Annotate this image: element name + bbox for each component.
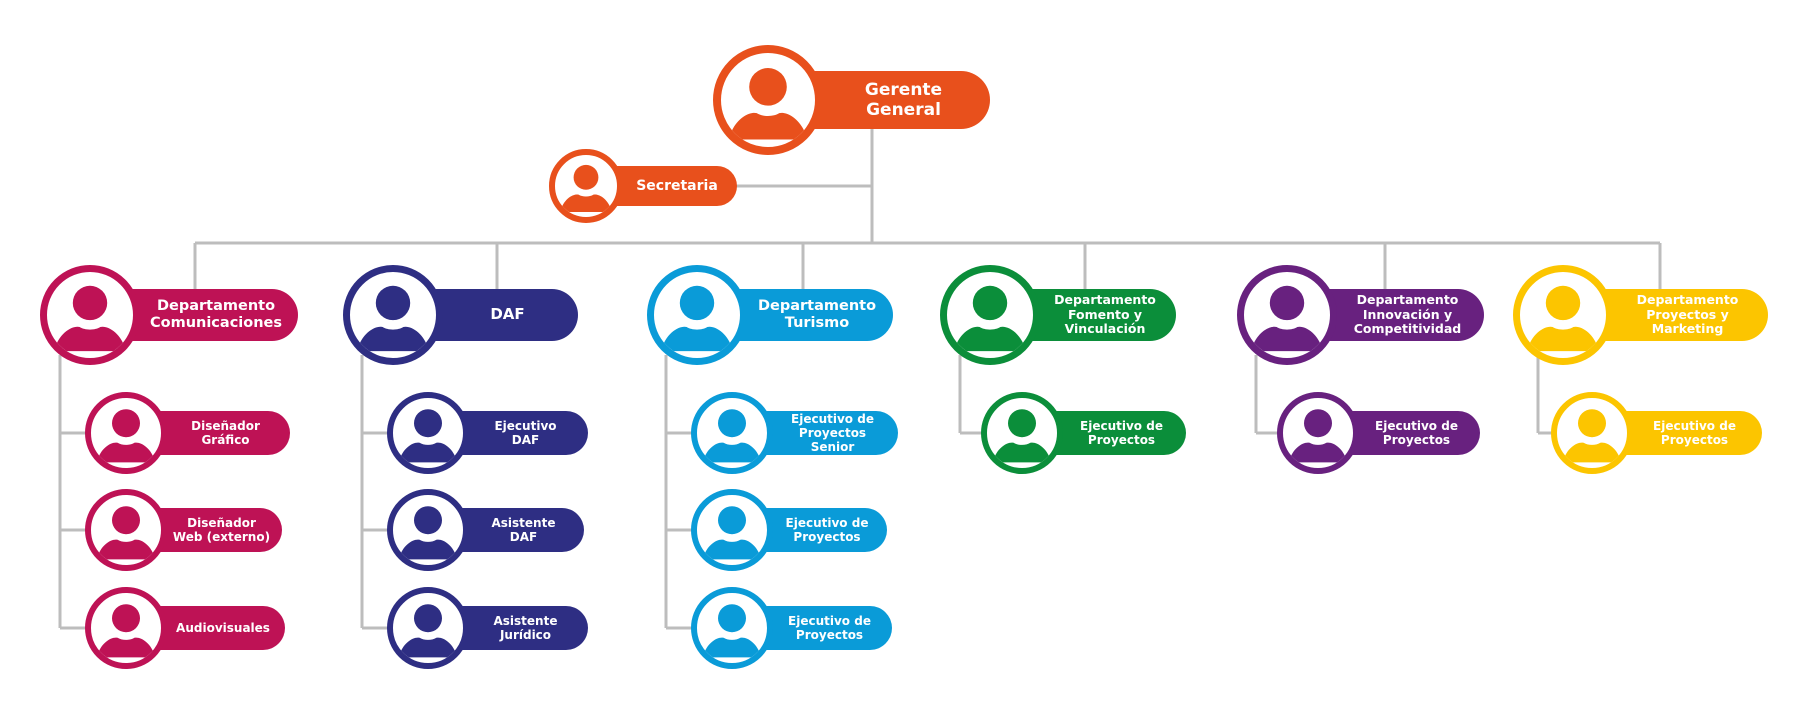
node-daf-role-1-title: Ejecutivo DAF xyxy=(494,418,557,447)
node-daf-role-3-avatar xyxy=(387,587,469,669)
node-dept-proyectos-marketing-avatar xyxy=(1513,265,1613,365)
person-icon xyxy=(1250,285,1324,352)
node-proyectos-marketing-role-1-avatar xyxy=(1551,392,1633,474)
person-icon xyxy=(398,409,458,463)
person-icon xyxy=(398,604,458,658)
node-dept-fomento-title: Departamento Fomento y Vinculación xyxy=(1054,291,1156,337)
person-icon xyxy=(992,409,1052,463)
node-daf-role-2-title: Asistente DAF xyxy=(491,515,556,544)
node-comunicaciones-role-3-avatar xyxy=(85,587,167,669)
node-daf-role-2-avatar xyxy=(387,489,469,571)
node-dept-turismo-avatar xyxy=(647,265,747,365)
person-icon xyxy=(702,604,762,658)
person-icon xyxy=(1562,409,1622,463)
node-comunicaciones-role-3-title: Audiovisuales xyxy=(176,620,270,635)
node-fomento-role-1-title: Ejecutivo de Proyectos xyxy=(1080,418,1163,447)
node-dept-daf-title: DAF xyxy=(490,305,525,324)
node-dept-turismo-title: Departamento Turismo xyxy=(757,297,877,331)
node-comunicaciones-role-2-avatar xyxy=(85,489,167,571)
person-icon xyxy=(96,506,156,560)
node-dept-daf-avatar xyxy=(343,265,443,365)
node-innovacion-role-1-avatar xyxy=(1277,392,1359,474)
node-secretaria-avatar xyxy=(549,149,623,223)
person-icon xyxy=(1288,409,1348,463)
person-icon xyxy=(96,604,156,658)
person-icon xyxy=(356,285,430,352)
person-icon xyxy=(702,409,762,463)
node-daf-role-1-avatar xyxy=(387,392,469,474)
node-turismo-role-3-title: Ejecutivo de Proyectos xyxy=(788,613,871,642)
person-icon xyxy=(559,164,613,213)
node-dept-innovacion-title: Departamento Innovación y Competitividad xyxy=(1353,291,1462,337)
person-icon xyxy=(728,68,808,140)
node-secretaria-title: Secretaria xyxy=(636,177,718,194)
node-fomento-role-1-avatar xyxy=(981,392,1063,474)
node-gerente-general-avatar xyxy=(713,45,823,155)
node-dept-fomento-avatar xyxy=(940,265,1040,365)
node-dept-innovacion-avatar xyxy=(1237,265,1337,365)
node-turismo-role-3-avatar xyxy=(691,587,773,669)
person-icon xyxy=(1526,285,1600,352)
person-icon xyxy=(96,409,156,463)
person-icon xyxy=(953,285,1027,352)
node-turismo-role-2-avatar xyxy=(691,489,773,571)
node-comunicaciones-role-1-avatar xyxy=(85,392,167,474)
node-turismo-role-2-title: Ejecutivo de Proyectos xyxy=(785,515,869,544)
node-comunicaciones-role-2-title: Diseñador Web (externo) xyxy=(172,515,271,544)
person-icon xyxy=(660,285,734,352)
node-daf-role-3-title: Asistente Jurídico xyxy=(493,613,558,642)
node-innovacion-role-1-title: Ejecutivo de Proyectos xyxy=(1375,418,1458,447)
node-turismo-role-1-avatar xyxy=(691,392,773,474)
person-icon xyxy=(398,506,458,560)
node-innovacion-role-1-label-pill[interactable]: Ejecutivo de Proyectos xyxy=(1318,411,1480,455)
person-icon xyxy=(53,285,127,352)
node-turismo-role-1-title: Ejecutivo de Proyectos Senior xyxy=(791,411,874,455)
person-icon xyxy=(702,506,762,560)
node-comunicaciones-role-1-title: Diseñador Gráfico xyxy=(191,418,260,447)
node-gerente-general-title: Gerente General xyxy=(864,79,943,120)
node-dept-comunicaciones-avatar xyxy=(40,265,140,365)
node-dept-proyectos-marketing-title: Departamento Proyectos y Marketing xyxy=(1636,291,1739,337)
node-dept-comunicaciones-title: Departamento Comunicaciones xyxy=(149,297,283,331)
node-proyectos-marketing-role-1-title: Ejecutivo de Proyectos xyxy=(1653,418,1736,447)
